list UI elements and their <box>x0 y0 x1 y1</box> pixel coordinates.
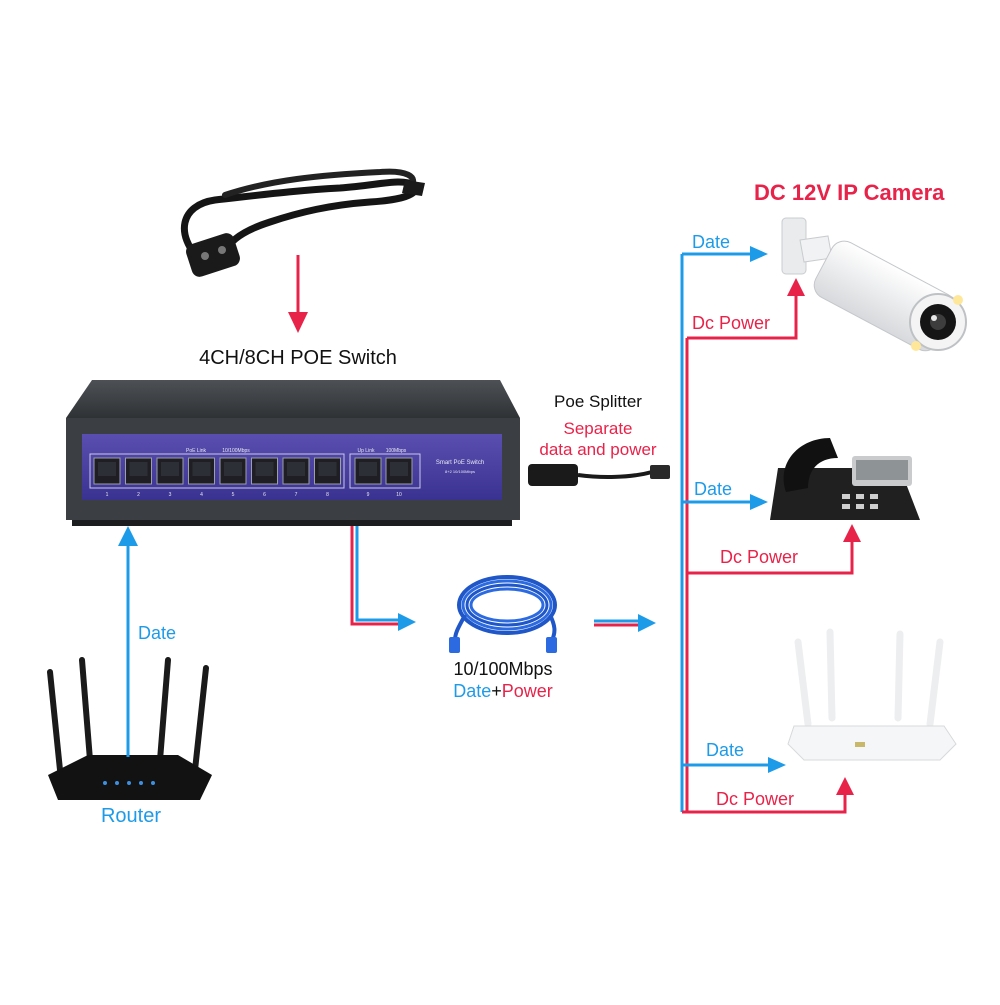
ethernet-port-socket <box>255 462 274 476</box>
cord-to-switch-arrow <box>288 255 308 333</box>
phone-data-arrow <box>682 494 768 510</box>
splitter-desc-line1: Separate <box>563 419 633 438</box>
router-data-label: Date <box>138 623 177 643</box>
panel-speed-label: 10/100Mbps <box>222 448 250 454</box>
cable-speed-label: 10/100Mbps <box>453 659 553 679</box>
router-icon <box>47 657 212 800</box>
ap-power-label: Dc Power <box>716 789 795 809</box>
uplink-ports-frame <box>349 453 421 489</box>
router-label: Router <box>100 805 162 827</box>
ap-data-label: Date <box>706 740 745 760</box>
poe-splitter-icon <box>528 464 670 486</box>
port-number-label: 10 <box>396 492 402 498</box>
phone-power-arrow <box>687 524 861 575</box>
cable-plus-label: + <box>491 681 502 701</box>
panel-brand-label: Smart PoE Switch <box>436 460 484 466</box>
ethernet-port-socket <box>192 462 211 476</box>
port-number-label: 7 <box>295 492 298 498</box>
splitter-title: Poe Splitter <box>554 392 642 411</box>
ethernet-port-socket <box>224 462 242 476</box>
camera-data-label: Date <box>692 232 731 252</box>
port-number-label: 6 <box>263 492 266 498</box>
splitter-desc-line2: data and power <box>539 440 657 459</box>
ethernet-port-socket <box>359 462 377 476</box>
ethernet-port-socket <box>390 462 408 476</box>
poe-switch-icon <box>66 380 520 526</box>
ip-camera-icon <box>781 217 967 352</box>
phone-power-label: Dc Power <box>720 547 799 567</box>
ethernet-port-socket <box>161 462 179 476</box>
switch-to-cable-arrow <box>350 526 416 631</box>
port-number-label: 2 <box>137 492 140 498</box>
ethernet-port-socket <box>98 462 116 476</box>
cable-data-label: Date <box>453 681 492 701</box>
ap-data-arrow <box>682 757 786 773</box>
cable-data-power-label: Date+Power <box>453 682 553 700</box>
camera-power-arrow <box>687 278 805 340</box>
camera-data-arrow <box>682 246 768 262</box>
phone-data-label: Date <box>694 479 733 499</box>
router-to-switch-arrow <box>118 526 138 757</box>
port-number-label: 5 <box>232 492 235 498</box>
panel-uplink-label: Up Link <box>358 448 375 454</box>
ethernet-port-socket <box>318 462 337 476</box>
port-number-label: 8 <box>326 492 329 498</box>
panel-uplink-speed-label: 100Mbps <box>386 448 407 454</box>
panel-brand-sub-label: 8+2 10/100Mbps <box>445 469 475 474</box>
network-cable-icon <box>449 575 557 653</box>
panel-poe-link-label: PoE Link <box>186 448 207 454</box>
port-number-label: 9 <box>367 492 370 498</box>
port-number-label: 3 <box>169 492 172 498</box>
distribution-bus <box>680 254 689 814</box>
cable-to-devices-arrow <box>594 614 656 632</box>
poe-ports-frame <box>89 453 345 489</box>
port-number-label: 1 <box>106 492 109 498</box>
switch-title: 4CH/8CH POE Switch <box>199 347 397 369</box>
port-number-label: 4 <box>200 492 203 498</box>
cable-power-label: Power <box>501 681 553 701</box>
ap-power-arrow <box>687 777 854 814</box>
ethernet-port-socket <box>129 462 148 476</box>
camera-title: DC 12V IP Camera <box>754 180 945 205</box>
camera-power-label: Dc Power <box>692 313 771 333</box>
power-cord-icon <box>181 168 425 277</box>
desk-phone-icon <box>770 438 920 520</box>
ethernet-port-socket <box>287 462 305 476</box>
wifi-ap-icon <box>787 628 957 761</box>
